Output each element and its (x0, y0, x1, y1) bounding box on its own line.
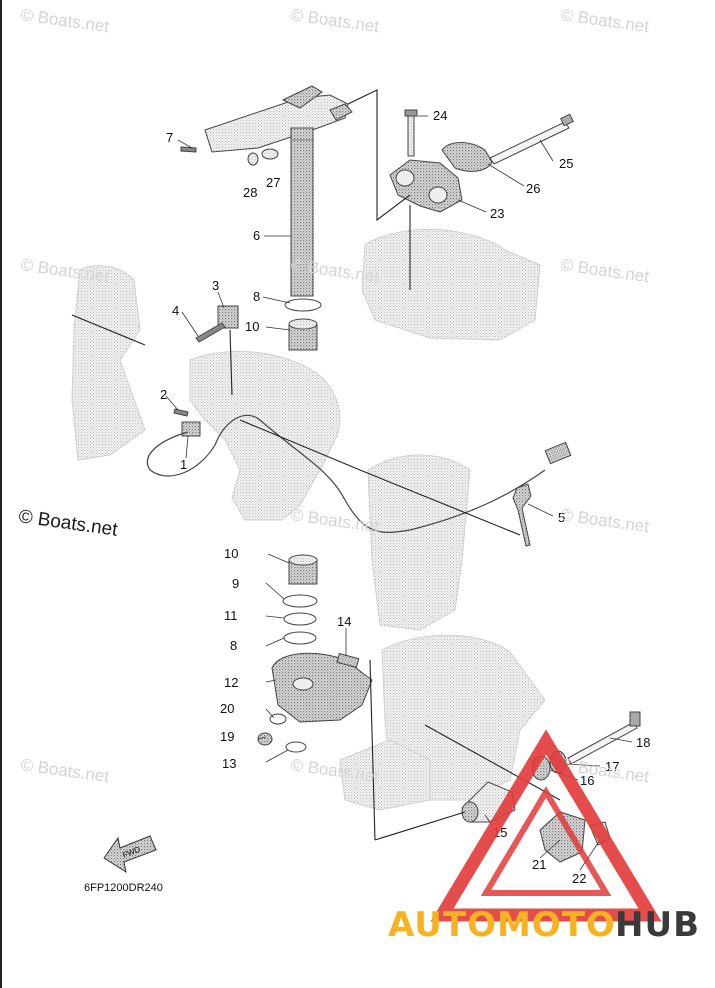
callout-9: 9 (232, 576, 239, 591)
watermark-top-left: © Boats.net (19, 5, 110, 36)
callout-8-upper: 8 (253, 289, 260, 304)
rod-25 (489, 121, 570, 165)
watermark-top-right: © Boats.net (559, 5, 650, 36)
trim-sensor-1 (181, 421, 201, 437)
steering-arm-handle-right (329, 103, 353, 121)
callout-21: 21 (532, 857, 546, 872)
sensor-connector (544, 441, 572, 465)
callout-23: 23 (490, 206, 504, 221)
steering-shaft (290, 127, 314, 297)
callout-22: 22 (572, 871, 586, 886)
callout-14: 14 (337, 614, 351, 629)
bolt-18 (567, 721, 638, 765)
callout-numbers: 7 27 28 6 24 26 25 23 3 4 8 10 2 1 5 10 … (160, 108, 650, 886)
callout-8-lower: 8 (230, 638, 237, 653)
watermark-lower-center: © Boats.net (289, 505, 380, 536)
bracket-3 (217, 305, 239, 329)
bushing-27 (261, 148, 279, 160)
leader-lines (165, 115, 633, 871)
watermark-mid-right: © Boats.net (559, 255, 650, 286)
callout-10-lower: 10 (224, 546, 238, 561)
diagram-code: 6FP1200DR240 (84, 882, 163, 894)
o-ring-20 (269, 713, 287, 725)
watermark-large: © Boats.net (17, 506, 119, 541)
ghost-clamp-bracket-left (71, 265, 146, 461)
callout-12: 12 (224, 675, 238, 690)
ghost-lower-tail (339, 739, 431, 811)
callout-24: 24 (433, 108, 447, 123)
callout-19: 19 (220, 729, 234, 744)
logo-triangle-icon (430, 729, 662, 922)
bolt-4 (195, 322, 226, 343)
callout-26: 26 (526, 181, 540, 196)
fwd-arrow-icon (103, 835, 157, 874)
nut-19 (257, 732, 273, 746)
screw-2 (173, 408, 189, 417)
watermark-top-center: © Boats.net (289, 5, 380, 36)
watermark-lower-right: © Boats.net (559, 505, 650, 536)
ghost-clamp-bracket-right (367, 454, 471, 631)
steering-arm (204, 94, 349, 153)
callout-11: 11 (224, 608, 238, 623)
ghost-housings (71, 228, 546, 811)
washer-8-lower (283, 631, 317, 645)
callout-6: 6 (253, 228, 260, 243)
callout-27: 27 (266, 175, 280, 190)
logo-text-part1: AUTOMOTO (388, 905, 616, 945)
screw-7 (180, 146, 197, 153)
callout-17: 17 (605, 759, 619, 774)
washer-11 (283, 612, 317, 626)
bolt-24 (407, 111, 415, 157)
callout-7: 7 (166, 130, 173, 145)
gasket-26 (441, 142, 493, 172)
o-ring-13 (285, 741, 307, 753)
assembly-lines (71, 89, 561, 841)
washer-9 (282, 594, 318, 608)
logo-text-part2: HUB (615, 905, 700, 945)
callout-18: 18 (636, 735, 650, 750)
callout-28: 28 (243, 185, 257, 200)
grease-nipple-14 (336, 652, 360, 669)
callout-1: 1 (180, 457, 187, 472)
steering-yoke-12 (271, 652, 373, 723)
ghost-swivel-bracket (189, 350, 341, 521)
callout-16: 16 (580, 773, 594, 788)
callout-13: 13 (222, 756, 236, 771)
callout-2: 2 (160, 387, 167, 402)
automotohub-logo: AUTOMOTO HUB (388, 729, 700, 945)
ghost-mount-bracket-top (361, 228, 541, 341)
callout-4: 4 (172, 303, 179, 318)
callout-5: 5 (558, 510, 565, 525)
callout-3: 3 (212, 278, 219, 293)
steering-arm-handle-left (281, 85, 323, 109)
watermark-mid-left: © Boats.net (19, 255, 110, 286)
watermark-bottom-left: © Boats.net (19, 755, 110, 786)
bushing-28 (247, 152, 259, 166)
logo-inner-triangle-icon (480, 786, 612, 896)
callout-10-upper: 10 (245, 319, 259, 334)
washer-8-upper (284, 298, 322, 312)
callout-20: 20 (220, 701, 234, 716)
forward-arrow: FWD (103, 835, 157, 874)
cable-tie-5 (512, 483, 532, 547)
callout-25: 25 (559, 156, 573, 171)
pivot-block-23 (389, 159, 463, 213)
